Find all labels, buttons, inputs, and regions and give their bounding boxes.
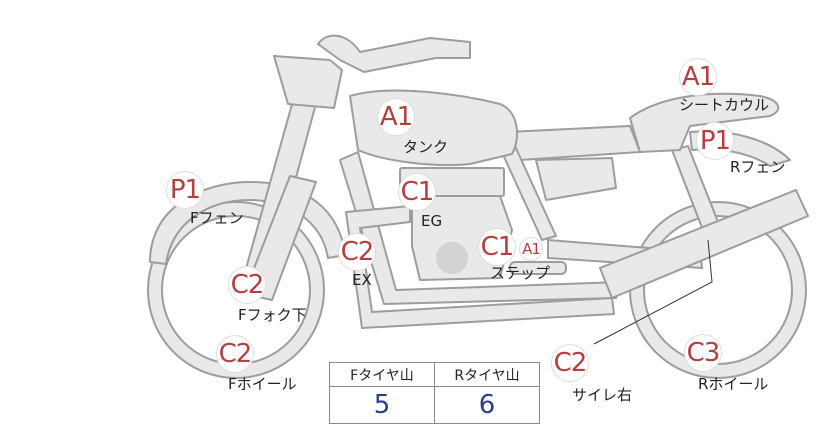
muffler: [599, 189, 809, 299]
fork-lower-label: Fフォク下: [238, 306, 307, 324]
fork-lower-code-badge: C2: [228, 266, 266, 304]
step-code-badge: C1: [478, 228, 516, 266]
tire-table-header-row: Fタイヤ山 Rタイヤ山: [329, 362, 540, 387]
rear-tire-header: Rタイヤ山: [434, 362, 540, 387]
exhaust-code-badge: C2: [338, 233, 376, 271]
rear-wheel-label: Rホイール: [698, 375, 769, 393]
front-wheel-code-badge: C2: [216, 335, 254, 373]
front-tire-header: Fタイヤ山: [329, 362, 435, 387]
tire-tread-table: Fタイヤ山 Rタイヤ山 5 6: [329, 362, 540, 424]
front-fender-label: Fフェン: [190, 209, 244, 227]
seat: [507, 125, 641, 161]
rear-fender-label: Rフェン: [730, 158, 786, 176]
seat-cowl-code-badge: A1: [679, 58, 717, 96]
headlight: [273, 55, 343, 109]
engine-code-badge: C1: [398, 173, 436, 211]
handlebar: [317, 34, 471, 73]
front-wheel-label: Fホイール: [228, 375, 297, 393]
rear-wheel-code-badge: C3: [684, 334, 722, 372]
exhaust-pipe: [345, 205, 615, 329]
rear-fender-code-badge: P1: [696, 122, 734, 160]
silencer-label: サイレ右: [572, 386, 633, 404]
step-secondary-code-badge: A1: [519, 237, 543, 261]
tank-code-badge: A1: [377, 98, 415, 136]
tank-label: タンク: [403, 138, 449, 156]
exhaust-label: EX: [352, 271, 372, 289]
silencer-code-badge: C2: [551, 344, 589, 382]
front-tire-value: 5: [329, 386, 435, 424]
tire-table-value-row: 5 6: [329, 386, 540, 424]
rear-tire-value: 6: [434, 386, 540, 424]
front-fender-code-badge: P1: [166, 171, 204, 209]
engine-label: EG: [421, 212, 443, 230]
seat-cowl-label: シートカウル: [679, 96, 770, 114]
silencer-leader-line: [593, 239, 713, 345]
step-label: ステップ: [490, 264, 551, 282]
fork-lower: [243, 175, 317, 301]
side-cover: [535, 157, 617, 201]
footpeg: [509, 261, 567, 275]
seat-cowl: [629, 92, 780, 153]
